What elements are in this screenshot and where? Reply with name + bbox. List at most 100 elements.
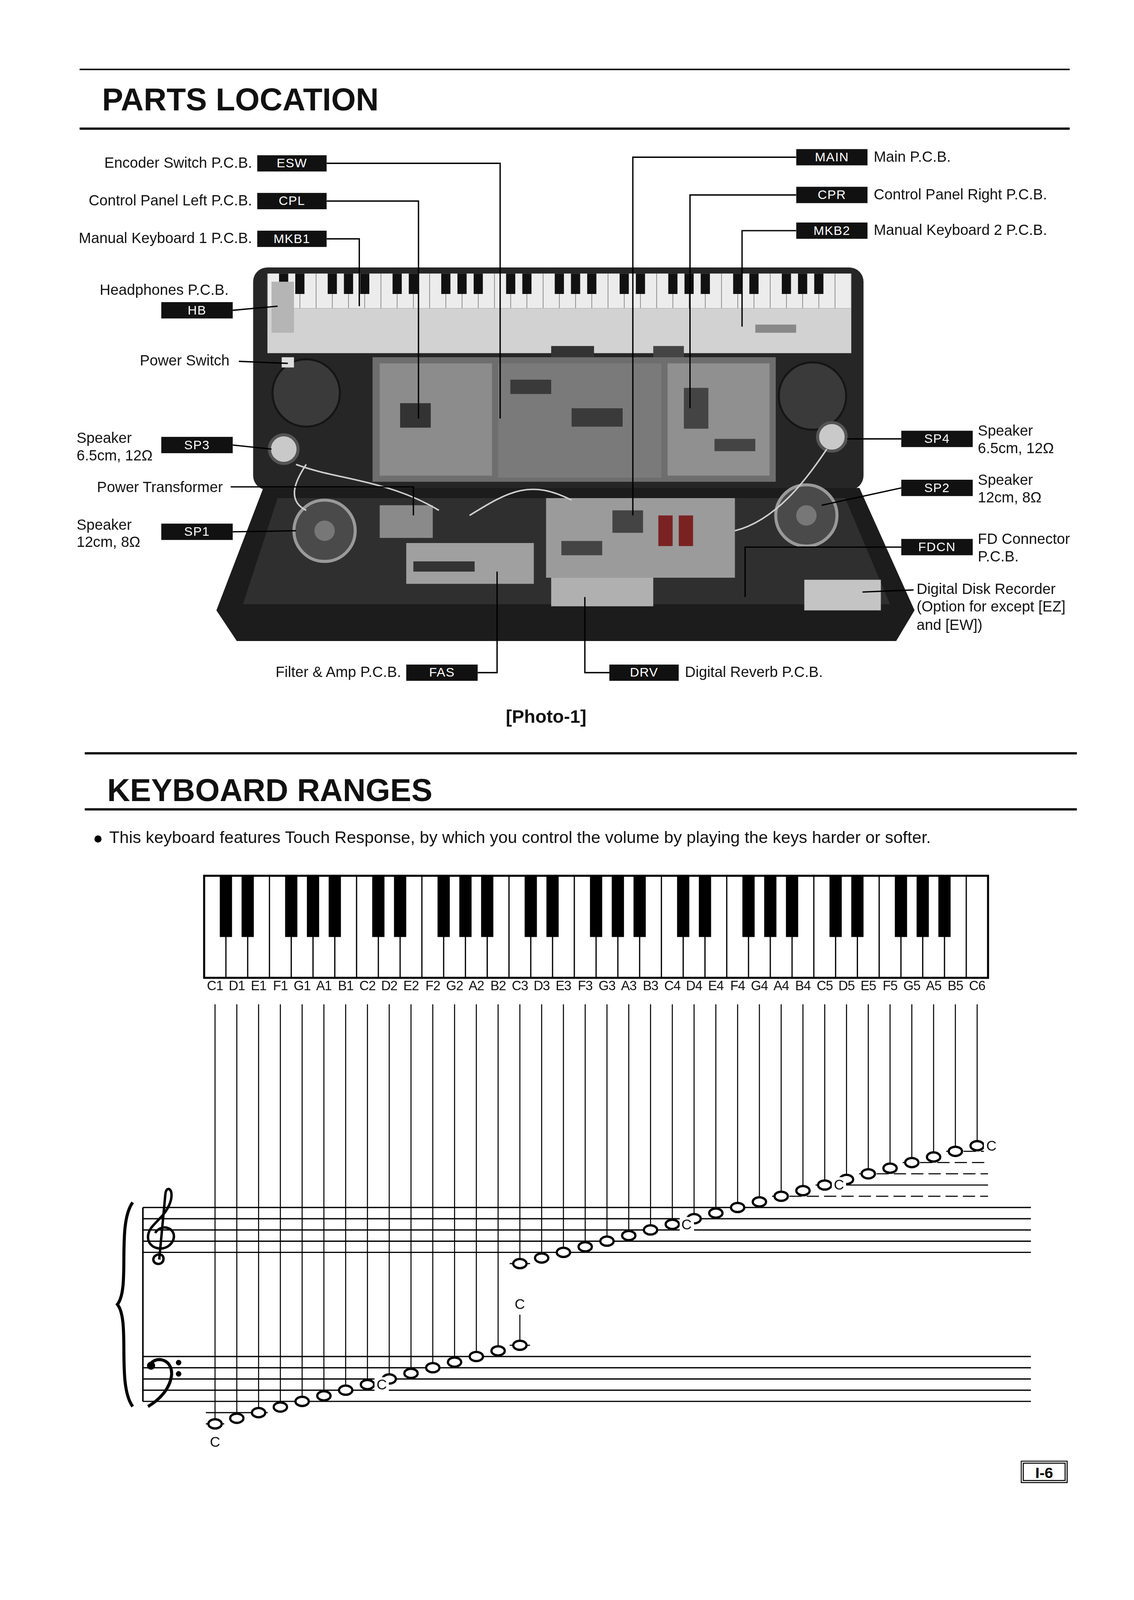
- keyboard-photo: [379, 363, 492, 476]
- photo-caption: [Photo-1]: [505, 706, 587, 728]
- whole-note: [338, 1385, 353, 1395]
- black-key: [938, 875, 951, 938]
- key-name: A5: [922, 977, 945, 994]
- leader-lines: [689, 195, 796, 409]
- key-name: D5: [835, 977, 858, 994]
- key-name: F3: [574, 977, 597, 994]
- whole-note: [273, 1402, 288, 1412]
- photo-black-key: [587, 273, 597, 294]
- part-code-box: SP4Speaker 6.5cm, 12Ω: [901, 430, 973, 448]
- whole-note: [644, 1225, 658, 1235]
- header-rules: [84, 808, 1077, 811]
- key-name: D3: [530, 977, 553, 994]
- key-name: B1: [334, 977, 357, 994]
- key-leader: [584, 1004, 586, 1242]
- key-leader: [758, 1004, 760, 1197]
- photo-black-key: [749, 273, 759, 294]
- part-label: Power Switch: [139, 352, 230, 370]
- key-leader: [519, 1004, 521, 1259]
- key-name: B5: [944, 977, 967, 994]
- whole-note: [774, 1191, 788, 1201]
- whole-note: [818, 1180, 832, 1190]
- part-code: CPR: [817, 187, 847, 202]
- key-name: B2: [487, 977, 510, 994]
- key-name: F2: [421, 977, 444, 994]
- key-leader: [410, 1004, 412, 1369]
- key-leader: [933, 1004, 935, 1152]
- photo-black-key: [327, 273, 337, 294]
- key-leader: [236, 1004, 238, 1414]
- photo-key-edge: [315, 273, 317, 309]
- key-leader: [846, 1004, 847, 1175]
- whole-note: [556, 1247, 570, 1257]
- part-code: FAS: [429, 665, 455, 680]
- black-key: [764, 875, 777, 938]
- key-leader: [650, 1004, 651, 1225]
- part-code: MKB1: [273, 231, 311, 246]
- black-key: [633, 875, 646, 938]
- photo-key-edge: [542, 273, 544, 309]
- whole-note: [796, 1186, 810, 1196]
- photo-black-key: [684, 273, 694, 294]
- keyboard-photo: [755, 324, 796, 333]
- key-name: F5: [878, 977, 901, 994]
- photo-black-key: [441, 273, 451, 294]
- whole-note: [513, 1340, 527, 1350]
- whole-note: [491, 1346, 505, 1356]
- keyboard-photo: [612, 510, 644, 533]
- key-leader: [867, 1004, 869, 1169]
- key-leader: [715, 1004, 717, 1209]
- key-leader: [323, 1004, 325, 1391]
- key-leader: [214, 1004, 216, 1419]
- key-leader: [824, 1004, 826, 1180]
- leader-lines: [232, 306, 278, 311]
- white-key-edge: [813, 875, 815, 979]
- leader-lines: [584, 596, 610, 673]
- keyboard-photo: [314, 520, 336, 541]
- keyboard-photo: [294, 449, 827, 532]
- keyboard-photo: [714, 439, 756, 452]
- page-number: I-6: [1035, 1463, 1054, 1481]
- part-code-box: MKB1Manual Keyboard 1 P.C.B.: [257, 230, 327, 247]
- black-key: [676, 875, 690, 938]
- part-name: Control Panel Right P.C.B.: [873, 186, 1048, 204]
- keyboard-photo: [658, 515, 673, 547]
- white-key-edge: [573, 875, 576, 979]
- part-code: ESW: [276, 156, 308, 171]
- staff-line: [142, 1229, 1031, 1231]
- part-name: Speaker 12cm, 8Ω: [977, 471, 1062, 508]
- key-leader: [802, 1004, 804, 1186]
- c-marker: C: [207, 1434, 223, 1451]
- part-name: Speaker 6.5cm, 12Ω: [977, 422, 1062, 458]
- key-name: C5: [813, 977, 836, 994]
- keyboard-diagram: [204, 875, 989, 979]
- black-key: [894, 875, 908, 938]
- black-key: [437, 875, 450, 938]
- part-label: Digital Disk Recorder (Option for except…: [916, 580, 1072, 634]
- black-key: [394, 875, 407, 938]
- photo-black-key: [635, 273, 645, 294]
- c-marker: C: [512, 1296, 528, 1313]
- whole-note: [448, 1357, 462, 1367]
- leader-lines: [632, 157, 797, 516]
- key-name: F4: [726, 977, 749, 994]
- key-name: E2: [400, 977, 422, 994]
- key-name: A1: [312, 977, 335, 994]
- photo-key-edge: [769, 273, 771, 309]
- photo-black-key: [457, 273, 467, 294]
- photo-key-edge: [607, 273, 609, 309]
- whole-note: [861, 1169, 876, 1179]
- leader-lines: [232, 530, 297, 532]
- whole-note: [752, 1197, 766, 1207]
- key-name: C3: [508, 977, 531, 994]
- photo-black-key: [619, 273, 629, 294]
- black-key: [786, 875, 799, 938]
- part-name: Main P.C.B.: [873, 148, 951, 167]
- photo-black-key: [295, 273, 305, 294]
- ledger-line: [859, 1173, 989, 1175]
- section-heading: KEYBOARD RANGES: [106, 772, 433, 810]
- black-key: [590, 875, 603, 938]
- leader-lines: [745, 546, 902, 597]
- keyboard-photo: [561, 540, 603, 556]
- part-code-box: SP1Speaker 12cm, 8Ω: [161, 523, 233, 541]
